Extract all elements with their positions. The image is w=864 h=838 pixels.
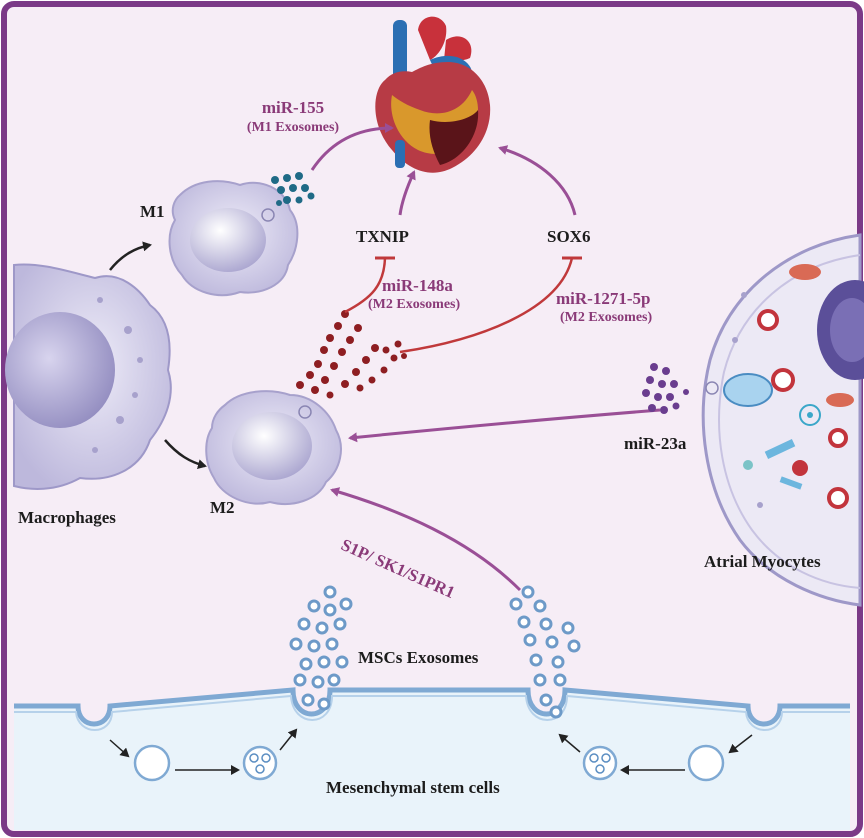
macrophages-label: Macrophages <box>18 508 116 527</box>
arrow-mir155-to-heart <box>310 123 394 171</box>
msc-pathway-arrows <box>109 728 753 775</box>
m2-macrophage-cell <box>205 390 342 505</box>
sox6-label: SOX6 <box>547 227 591 246</box>
inhibit-mir1271-sox6 <box>399 257 574 354</box>
mir1271-label: miR-1271-5p <box>556 289 651 308</box>
mir23a-label: miR-23a <box>624 434 687 453</box>
m1-label: M1 <box>140 202 165 221</box>
m1-macrophage-cell <box>168 180 299 297</box>
mir23a-exosome-cluster <box>642 363 689 414</box>
msc-multivesicular-contents <box>249 753 611 774</box>
mir148a-label: miR-148a <box>382 276 453 295</box>
mesenchymal-stem-cells-label: Mesenchymal stem cells <box>326 778 500 797</box>
m2-exosome-cluster <box>296 310 407 399</box>
arrow-sox6-to-heart <box>498 145 577 216</box>
msc-exosomes-label: MSCs Exosomes <box>358 648 479 667</box>
arrow-to-m2 <box>164 439 207 470</box>
arrow-mir23a-to-m2 <box>348 408 661 443</box>
inhibit-mir148a-txnip <box>344 257 387 314</box>
arrow-txnip-to-heart <box>398 170 416 216</box>
arrow-msc-to-m2 <box>330 487 522 592</box>
msc-exosome-cluster-left <box>289 585 353 711</box>
m1-exosome-cluster <box>271 172 315 206</box>
arrow-to-m1 <box>109 241 152 271</box>
atrial-myocyte-cell <box>701 233 864 607</box>
mir155-label: miR-155 <box>261 98 325 117</box>
m2-exosomes-label-b: (M2 Exosomes) <box>560 310 653 325</box>
budding-vesicle <box>705 381 719 395</box>
msc-exosome-cluster-right <box>509 585 581 719</box>
m1-exosomes-label: (M1 Exosomes) <box>246 120 340 135</box>
m2-exosomes-label-a: (M2 Exosomes) <box>368 297 461 312</box>
macrophage-cell <box>5 263 172 490</box>
heart-icon <box>375 16 491 173</box>
txnip-label: TXNIP <box>356 227 409 246</box>
mesenchymal-stem-cell <box>14 687 850 830</box>
atrial-myocytes-label: Atrial Myocytes <box>704 552 821 571</box>
m2-label: M2 <box>210 498 235 517</box>
